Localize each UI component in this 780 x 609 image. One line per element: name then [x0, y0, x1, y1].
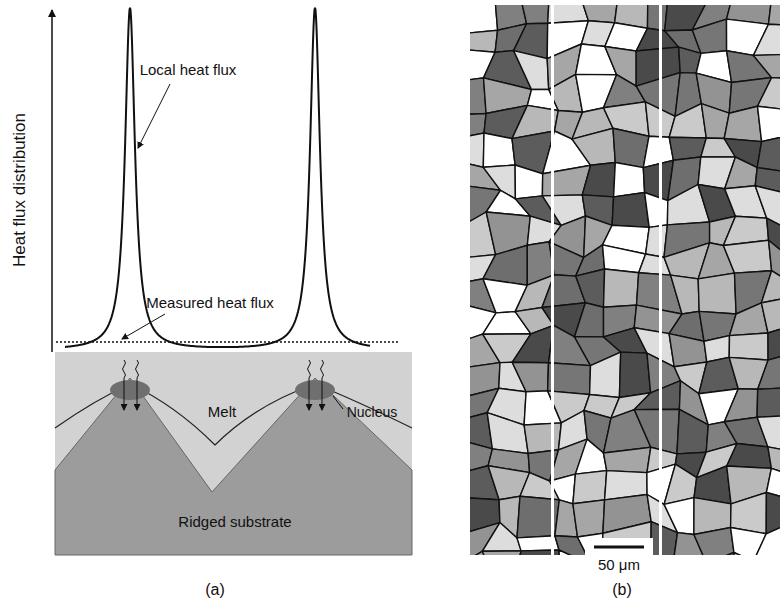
grain: [612, 193, 649, 228]
grain: [634, 381, 680, 410]
grain: [613, 128, 649, 167]
grain: [482, 523, 521, 552]
grain: [769, 5, 780, 25]
grain: [573, 471, 607, 504]
grain: [694, 528, 734, 556]
grain: [761, 296, 780, 333]
panel-label: (b): [612, 581, 632, 599]
scale-bar: [594, 546, 644, 549]
curve-label: Local heat flux: [140, 61, 237, 78]
grain: [753, 525, 780, 555]
grain: [512, 325, 554, 363]
grain: [727, 444, 772, 469]
grain: [470, 5, 498, 34]
nucleus: [110, 380, 150, 400]
grain: [669, 104, 706, 138]
grain: [724, 389, 757, 422]
grain: [603, 245, 646, 273]
leader-line: [138, 84, 170, 148]
grain: [768, 447, 780, 472]
leader-line: [122, 314, 165, 339]
grain: [664, 498, 694, 535]
grain: [524, 423, 561, 454]
grain: [757, 416, 780, 452]
grain: [692, 19, 726, 53]
grain: [753, 54, 780, 78]
grain: [723, 240, 771, 273]
scale-box: [585, 538, 653, 580]
grain: [698, 273, 736, 314]
grain: [604, 269, 639, 307]
grain: [575, 439, 606, 474]
grain: [724, 106, 761, 141]
grain: [590, 352, 621, 397]
grain: [731, 493, 767, 534]
region-label: Ridged substrate: [178, 513, 291, 530]
grain: [582, 163, 615, 197]
grain: [669, 334, 707, 367]
grain: [515, 165, 543, 199]
grain: [482, 551, 521, 555]
grain: [604, 447, 651, 472]
stitch-line: [551, 5, 554, 555]
grain: [548, 363, 591, 395]
measured-flux-line: [56, 341, 400, 342]
axis-arrow: [51, 10, 53, 352]
grain-ground: [470, 5, 780, 555]
grain: [512, 362, 548, 392]
grain: [671, 275, 700, 314]
grain: [634, 409, 679, 454]
grain: [758, 352, 780, 389]
grain: [645, 193, 668, 228]
grain: [572, 128, 615, 165]
grain: [470, 30, 498, 52]
grain-map: [470, 5, 780, 555]
grain: [483, 133, 515, 167]
grain: [677, 409, 708, 454]
grain: [725, 157, 758, 189]
grain: [514, 51, 549, 90]
grain: [521, 5, 550, 24]
grain: [487, 413, 528, 454]
grain: [651, 522, 678, 555]
grain: [757, 134, 780, 173]
interface-line: [55, 384, 412, 445]
panel-label: (a): [205, 581, 225, 599]
grain: [766, 493, 780, 534]
grain: [757, 388, 780, 418]
grain: [573, 500, 605, 537]
scale-label: 50 μm: [598, 556, 640, 573]
grain: [753, 24, 780, 55]
grain: [576, 269, 605, 307]
local-flux-curve: [65, 8, 370, 348]
axis-title: Heat flux distribution: [10, 113, 30, 267]
grain: [581, 5, 618, 23]
grain: [707, 552, 736, 555]
curve-label: Measured heat flux: [146, 294, 274, 311]
heat-arrows: [123, 360, 324, 410]
grain: [758, 106, 780, 141]
grain: [575, 303, 604, 337]
stitch-line: [659, 5, 662, 555]
grain: [470, 133, 484, 167]
grain: [761, 271, 780, 303]
nucleus: [295, 380, 335, 400]
grain: [729, 333, 768, 360]
leader-line: [333, 396, 343, 409]
region-label: Melt: [208, 403, 236, 420]
ridged-substrate: [55, 378, 412, 555]
part-label: Nucleus: [347, 404, 398, 420]
grain: [768, 324, 780, 360]
grain: [614, 163, 645, 197]
grain: [619, 352, 650, 397]
